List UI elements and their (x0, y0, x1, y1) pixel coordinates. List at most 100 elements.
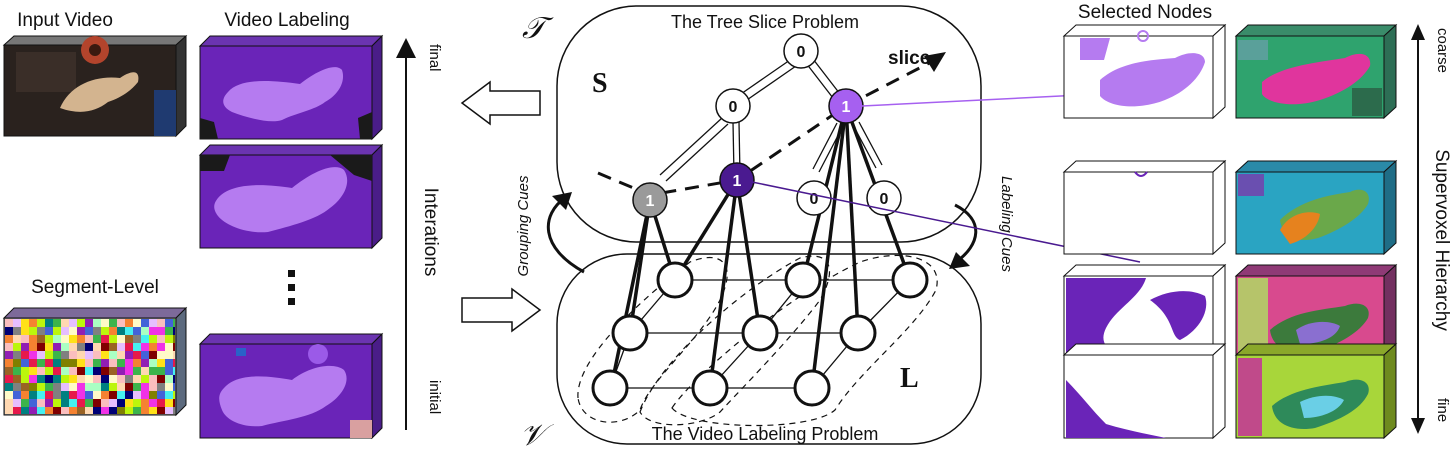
mosaic-cell (21, 375, 29, 383)
mosaic-cell (141, 375, 149, 383)
svg-text:0: 0 (880, 191, 889, 208)
mosaic-cell (157, 327, 165, 335)
mosaic-cell (77, 375, 85, 383)
mosaic-cell (117, 335, 125, 343)
mosaic-cell (133, 399, 141, 407)
mosaic-cell (13, 407, 21, 414)
mosaic-cell (77, 359, 85, 367)
mosaic-cell (157, 335, 165, 343)
mosaic-cell (101, 375, 109, 383)
mosaic-cell (173, 367, 175, 375)
mosaic-cell (125, 391, 133, 399)
mosaic-cell (53, 391, 61, 399)
mosaic-cell (37, 335, 45, 343)
input-video-cube (2, 34, 188, 138)
mosaic-cell (109, 367, 117, 375)
mosaic-cell (157, 343, 165, 351)
mosaic-cell (165, 375, 173, 383)
mosaic-cell (53, 335, 61, 343)
mosaic-cell (101, 359, 109, 367)
hollow-arrow-right (461, 287, 542, 333)
mosaic-cell (61, 319, 69, 327)
mosaic-cell (85, 327, 93, 335)
mosaic-cell (101, 327, 109, 335)
mosaic-cell (173, 399, 175, 407)
mosaic-cell (85, 367, 93, 375)
mosaic-cell (173, 383, 175, 391)
mosaic-cell (101, 319, 109, 327)
mosaic-cell (29, 319, 37, 327)
mosaic-cell (117, 343, 125, 351)
mosaic-cell (13, 335, 21, 343)
mosaic-cell (125, 399, 133, 407)
mosaic-cell (21, 391, 29, 399)
mosaic-cell (149, 351, 157, 359)
mosaic-cell (5, 407, 13, 414)
mosaic-cell (37, 383, 45, 391)
mosaic-cell (125, 367, 133, 375)
mosaic-cell (37, 327, 45, 335)
slice-label: slice (888, 48, 930, 69)
mosaic-cell (13, 319, 21, 327)
mosaic-cell (117, 383, 125, 391)
slice-arrow-head (924, 52, 946, 72)
mosaic-cell (37, 359, 45, 367)
labeling-cube-iter2 (198, 143, 384, 250)
mosaic-cell (93, 335, 101, 343)
mosaic-cell (117, 391, 125, 399)
mosaic-cell (165, 407, 173, 414)
mosaic-cell (101, 399, 109, 407)
mosaic-cell (85, 391, 93, 399)
mosaic-cell (13, 399, 21, 407)
iterations-label: Interations (420, 188, 441, 277)
mosaic-cell (141, 351, 149, 359)
mosaic-cell (61, 359, 69, 367)
mosaic-cell (173, 391, 175, 399)
mosaic-cell (125, 375, 133, 383)
mosaic-cell (165, 399, 173, 407)
mosaic-cell (101, 351, 109, 359)
mosaic-cell (141, 319, 149, 327)
mosaic-cell (125, 327, 133, 335)
mosaic-cell (133, 383, 141, 391)
mosaic-cell (141, 407, 149, 414)
mosaic-cell (29, 399, 37, 407)
mosaic-cell (133, 319, 141, 327)
mosaic-cell (77, 407, 85, 414)
mosaic-cell (117, 359, 125, 367)
mosaic-cell (133, 391, 141, 399)
mosaic-cell (29, 351, 37, 359)
mosaic-cell (37, 391, 45, 399)
mosaic-cell (69, 383, 77, 391)
mosaic-cell (133, 407, 141, 414)
mosaic-cell (85, 383, 93, 391)
mosaic-cell (77, 319, 85, 327)
mosaic-cell (77, 327, 85, 335)
svg-text:0: 0 (797, 44, 806, 61)
mosaic-cell (93, 399, 101, 407)
mosaic-cell (61, 343, 69, 351)
mosaic-cell (5, 391, 13, 399)
lattice-nodes (591, 261, 929, 407)
mosaic-cell (125, 359, 133, 367)
mosaic-cell (37, 367, 45, 375)
mosaic-cell (149, 367, 157, 375)
supervoxel-hierarchy-label: Supervoxel Hierarchy (1431, 149, 1452, 331)
S-label: S (592, 68, 608, 99)
mosaic-cell (101, 383, 109, 391)
mosaic-cell (109, 359, 117, 367)
svg-text:1: 1 (646, 193, 655, 210)
mosaic-cell (101, 367, 109, 375)
mosaic-cell (165, 335, 173, 343)
mosaic-cell (13, 391, 21, 399)
mosaic-cell (13, 327, 21, 335)
mosaic-cell (173, 327, 175, 335)
mosaic-cell (149, 375, 157, 383)
mosaic-cell (5, 319, 13, 327)
mosaic-cell (109, 375, 117, 383)
mosaic-cell (13, 375, 21, 383)
mosaic-cell (29, 367, 37, 375)
mosaic-cell (141, 391, 149, 399)
mosaic-cell (69, 407, 77, 414)
lattice-node (839, 314, 877, 352)
